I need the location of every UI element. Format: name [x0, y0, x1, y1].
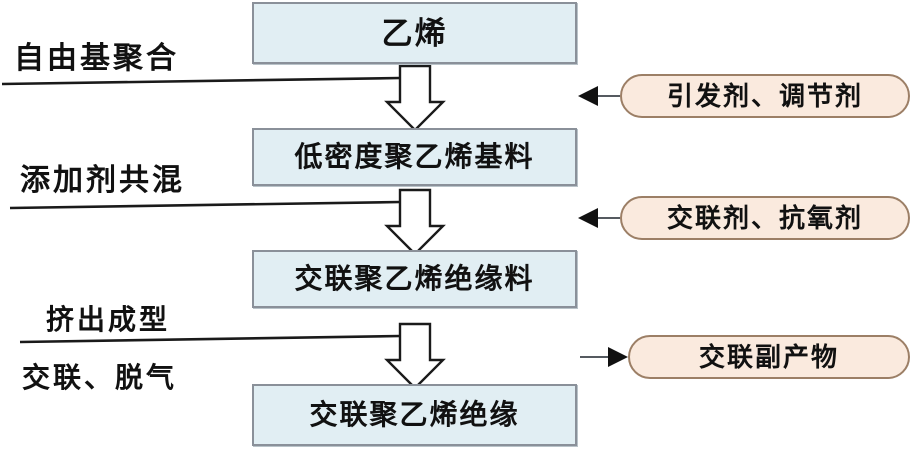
- pill-crosslinker-antioxidant: 交联剂、抗氧剂: [620, 196, 910, 240]
- down-arrow-2: [384, 188, 446, 256]
- side-arrowhead-right-3: [608, 347, 628, 367]
- box-xlpe-insulation-compound-label: 交联聚乙烯绝缘料: [294, 263, 535, 294]
- stage-rule-1: [1, 76, 401, 86]
- down-arrow-1: [384, 64, 446, 132]
- stage-crosslinking-degassing: 交联、脱气: [22, 362, 178, 393]
- stage-free-radical-polymerization: 自由基聚合: [14, 42, 179, 75]
- pill-initiator-regulator: 引发剂、调节剂: [620, 74, 910, 118]
- pill-crosslinker-antioxidant-label: 交联剂、抗氧剂: [666, 203, 863, 233]
- down-arrow-3: [384, 322, 446, 390]
- stage-rule-3: [19, 334, 401, 344]
- stage-additive-blending: 添加剂共混: [20, 164, 185, 197]
- box-xlpe-insulation-compound: 交联聚乙烯绝缘料: [252, 250, 577, 308]
- box-xlpe-insulation: 交联聚乙烯绝缘: [252, 384, 577, 446]
- box-ldpe-base: 低密度聚乙烯基料: [252, 128, 577, 186]
- box-ethylene-label: 乙烯: [381, 15, 448, 51]
- stage-extrusion-molding: 挤出成型: [46, 304, 171, 335]
- side-arrowhead-left-1: [578, 86, 598, 106]
- pill-crosslinking-byproducts-label: 交联副产物: [698, 342, 839, 372]
- box-xlpe-insulation-label: 交联聚乙烯绝缘: [309, 399, 520, 430]
- box-ethylene: 乙烯: [252, 2, 577, 64]
- stage-rule-2: [9, 200, 401, 210]
- box-ldpe-base-label: 低密度聚乙烯基料: [294, 141, 535, 172]
- side-arrowhead-left-2: [578, 208, 598, 228]
- pill-crosslinking-byproducts: 交联副产物: [628, 335, 910, 379]
- pill-initiator-regulator-label: 引发剂、调节剂: [666, 81, 863, 111]
